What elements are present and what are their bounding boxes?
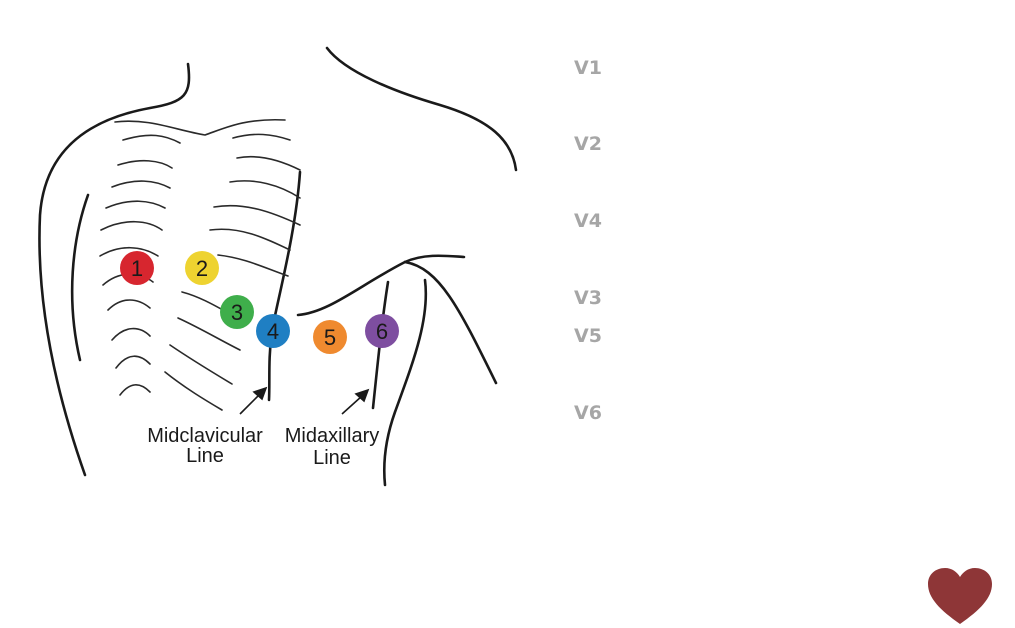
lead-label-v2: V2 xyxy=(574,133,602,155)
midclavicular-label-line1: Midclavicular xyxy=(147,425,263,447)
midaxillary-label-line1: Midaxillary xyxy=(285,425,379,447)
lead-label-v1: V1 xyxy=(574,57,602,79)
electrode-3 xyxy=(220,295,254,329)
midclavicular-arrowhead xyxy=(252,386,268,401)
electrode-4 xyxy=(256,314,290,348)
left-side-line xyxy=(70,193,90,362)
electrode-1-number: 1 xyxy=(131,256,143,281)
breast-contour xyxy=(296,254,466,317)
torso-outline-left xyxy=(38,62,191,477)
midclavicular-label-line2: Line xyxy=(186,445,224,467)
lead-label-v6: V6 xyxy=(574,402,602,424)
electrode-1 xyxy=(120,251,154,285)
right-torso-contour xyxy=(383,278,428,487)
electrodes-group: 1 234 5 6 xyxy=(120,251,399,354)
lead-label-v3: V3 xyxy=(574,287,602,309)
midclavicular-arrow xyxy=(239,393,261,415)
chest-electrode-diagram: 1 234 5 6 Midclavicular Line Midaxillary Li… xyxy=(38,46,518,487)
electrode-6-number: 6 xyxy=(376,319,388,344)
electrode-3-number: 3 xyxy=(231,300,243,325)
electrode-4-number: 4 xyxy=(267,319,279,344)
electrode-2-number: 2 xyxy=(196,256,208,281)
lead-label-v4: V4 xyxy=(574,210,602,232)
torso-outline-right xyxy=(325,46,518,172)
electrode-6 xyxy=(365,314,399,348)
midaxillary-arrow xyxy=(341,395,363,415)
electrode-2 xyxy=(185,251,219,285)
midaxillary-label-line2: Line xyxy=(313,447,351,469)
electrode-5 xyxy=(313,320,347,354)
midaxillary-arrowhead xyxy=(354,388,370,403)
electrode-5-number: 5 xyxy=(324,325,336,350)
right-arm-contour xyxy=(403,260,498,385)
heart-icon xyxy=(928,568,992,624)
lead-label-v5: V5 xyxy=(574,325,602,347)
midclavicular-line xyxy=(267,170,302,402)
